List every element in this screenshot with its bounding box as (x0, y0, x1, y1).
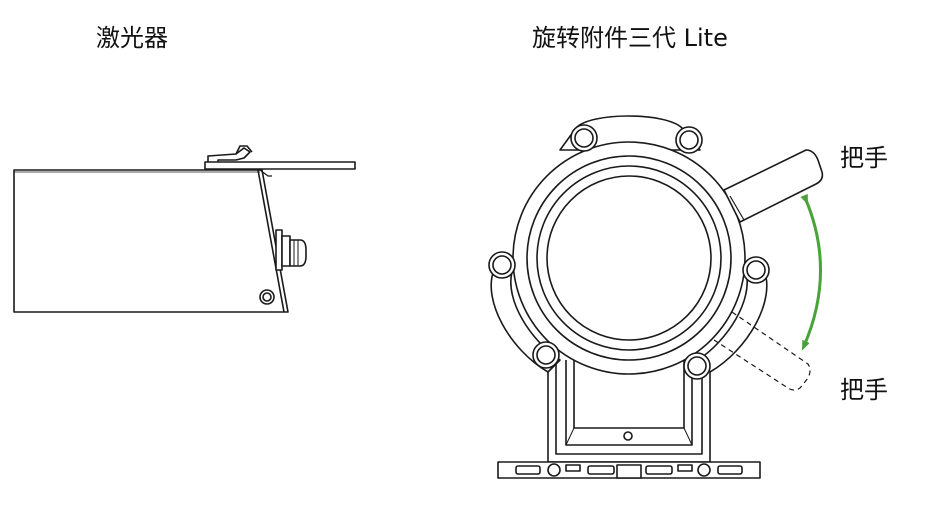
handle-label-bottom: 把手 (840, 376, 888, 404)
laser-screw (259, 289, 275, 305)
laser-title: 激光器 (96, 24, 168, 52)
rotary-base-plate (497, 461, 761, 479)
laser-clip (207, 147, 251, 162)
rotary-inner-ring (546, 175, 712, 341)
handle-label-top: 把手 (840, 144, 888, 172)
rotation-arrow (800, 193, 822, 351)
rotary-bolts (488, 124, 770, 380)
rotary-handle-solid (723, 149, 824, 223)
laser-top-plate (204, 161, 356, 170)
laser-body (13, 169, 289, 313)
rotary-attachment (488, 115, 824, 479)
rotary-bracket (547, 360, 711, 463)
laser-side-knob (275, 229, 307, 271)
rotary-title: 旋转附件三代 Lite (532, 24, 728, 52)
laser-module (13, 145, 356, 313)
rotary-handle-dashed (713, 311, 811, 391)
